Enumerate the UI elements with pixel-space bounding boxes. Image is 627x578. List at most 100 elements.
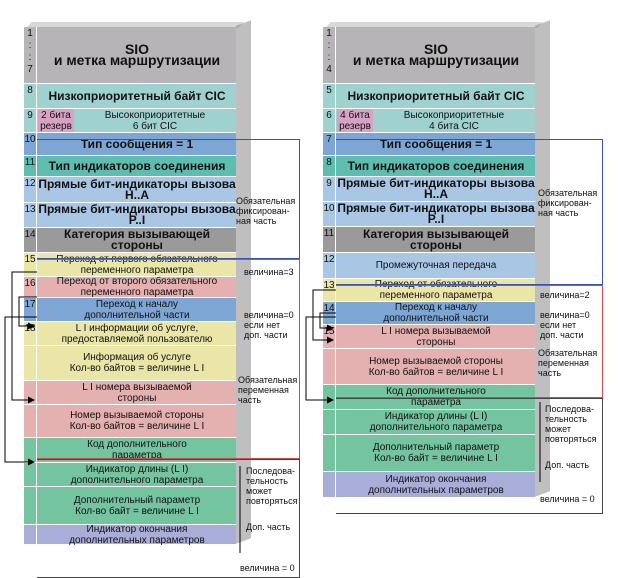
left-note-optional: Доп. часть [246,522,291,532]
left-row-index [24,463,37,486]
left-row-index: 13 [24,203,37,227]
right-note-fixed: Обязательная фиксирован- ная часть [538,188,598,218]
left-row-label: Тип сообщения = 1 [80,136,194,151]
left-row: Индикатор длины (L I) дополнительного па… [24,463,236,487]
right-row: 1 : : 4 SIO и метка маршрутизации [323,27,535,84]
right-row: 7 Тип сообщения = 1 [323,133,535,156]
right-row-label: Индикатор длины (L I) дополнительного па… [369,411,503,433]
right-variable-part-frame [336,285,603,398]
right-note-optional: Доп. часть [545,460,590,470]
right-row-label: Прямые бит-индикаторы вызова H..A [337,176,535,201]
left-row-label: Низкоприоритетный байт CIC [48,88,226,103]
right-note-repeat: Последова- тельность может повторяться [545,404,597,444]
right-row-label: Прямые бит-индикаторы вызова P..I [337,201,535,226]
right-note-end: величина = 0 [540,494,595,504]
left-row-label: Дополнительный параметр Кол-во байт = ве… [73,494,201,517]
left-row-index: 10 [24,133,37,155]
right-fixed-part-frame [336,139,603,285]
left-row-label: Переход от второго обязательного перемен… [56,276,218,298]
left-note-variable: Обязательная переменная часть [238,375,298,405]
left-row-label: Индикатор длины (L I) дополнительного па… [70,463,204,486]
right-row: 12 Промежуточная передача [323,253,535,279]
right-row-label: Категория вызывающей стороны [362,226,510,252]
left-row-index: 17 [24,298,37,321]
right-row: 5 Низкоприоритетный байт CIC [323,84,535,109]
right-row-label: Тип сообщения = 1 [379,136,493,151]
left-row: 1 : : 7 SIO и метка маршрутизации [24,27,236,84]
right-row-index: 10 [323,202,336,226]
left-row-label: Категория вызывающей стороны [63,227,211,252]
left-row: 17 Переход к началу дополнительной части [24,298,236,322]
left-note-fixed: Обязательная фиксирован- ная часть [236,196,296,226]
left-note-size0: величина=0 если нет доп. части [244,310,294,340]
left-row-index: 1 : : 7 [24,27,37,83]
left-row-label: SIO и метка маршрутизации [53,41,221,68]
right-row-label: Индикатор окончания дополнительных парам… [368,473,504,496]
right-row-index: 6 [323,109,336,132]
right-row: 8 Тип индикаторов соединения [323,156,535,177]
right-row-label: Низкоприоритетный байт CIC [347,88,525,103]
right-row-index: 8 [323,156,336,176]
right-row: Номер вызываемой стороны Кол-во байтов =… [323,349,535,385]
left-row-label: Прямые бит-индикаторы вызова H..A [38,176,236,202]
left-row-label: Переход к началу дополнительной части [84,298,190,321]
right-row-label: Переход к началу дополнительной части [383,302,489,324]
left-row-label: L I информации об услуге, предоставляемо… [61,322,213,345]
left-row-label: Прямые бит-индикаторы вызова P..I [38,202,236,227]
right-row-label: Тип индикаторов соединения [347,158,525,173]
left-row: Информация об услуге Кол-во байтов = вел… [24,346,236,381]
left-row: Индикатор окончания дополнительных парам… [24,523,236,546]
left-row-label: Номер вызываемой стороны Кол-во байтов =… [69,410,205,432]
left-row-index: 9 [24,109,37,132]
left-row-label: Индикатор окончания дополнительных парам… [69,523,205,546]
left-row-index: 14 [24,228,37,252]
right-note-size0: величина=0 если нет доп. части [540,310,590,340]
left-row-index [24,525,37,544]
right-row-index: 12 [323,253,336,278]
left-row: 14 Категория вызывающей стороны [24,228,236,253]
right-row-index: 15 [323,325,336,348]
right-row: 15 L I номера вызываемой стороны [323,325,535,349]
left-row: Дополнительный параметр Кол-во байт = ве… [24,487,236,525]
left-row: 11 Тип индикаторов соединения [24,156,236,177]
right-row-label: SIO и метка маршрутизации [352,41,520,68]
right-row-index: 1 : : 4 [323,27,336,83]
right-row-label: Промежуточная передача [375,260,497,271]
left-note-repeat: Последова- тельность может повторяться [246,466,298,506]
left-row-index [24,438,37,462]
right-row-index [323,472,336,497]
left-row-label-cic-high: Высокоприоритетные 6 бит CIC [104,109,206,132]
left-row-index: 11 [24,156,37,176]
right-row: Дополнительный параметр Кол-во байт = ве… [323,435,535,472]
right-row-index: 7 [323,133,336,155]
left-row-label-reserve: 2 бита резерв [38,109,74,132]
right-row-index: 5 [323,84,336,108]
right-row-index: 9 [323,177,336,201]
right-optional-part-frame [336,398,603,514]
left-note-end: величина = 0 [240,563,295,573]
right-row-label: Дополнительный параметр Кол-во байт = ве… [372,442,500,464]
right-row-index [323,349,336,384]
right-row-index [323,385,336,409]
right-row-label: L I номера вызываемой стороны [381,325,491,348]
left-row: Номер вызываемой стороны Кол-во байтов =… [24,405,236,438]
right-note-size2: величина=2 [540,290,590,300]
right-row-index [323,410,336,434]
left-row-label: Тип индикаторов соединения [48,158,226,173]
left-row-label: Код дополнительного параметра [87,439,187,461]
right-row: Индикатор длины (L I) дополнительного па… [323,410,535,435]
left-row: 10 Тип сообщения = 1 [24,133,236,156]
left-row-index: 15 [24,253,37,276]
right-row: Индикатор окончания дополнительных парам… [323,472,535,498]
left-row-index [24,405,37,437]
left-row-index [24,346,37,380]
right-row-label: Код дополнительного параметра [386,386,486,408]
left-note-size3: величина=3 [244,267,294,277]
